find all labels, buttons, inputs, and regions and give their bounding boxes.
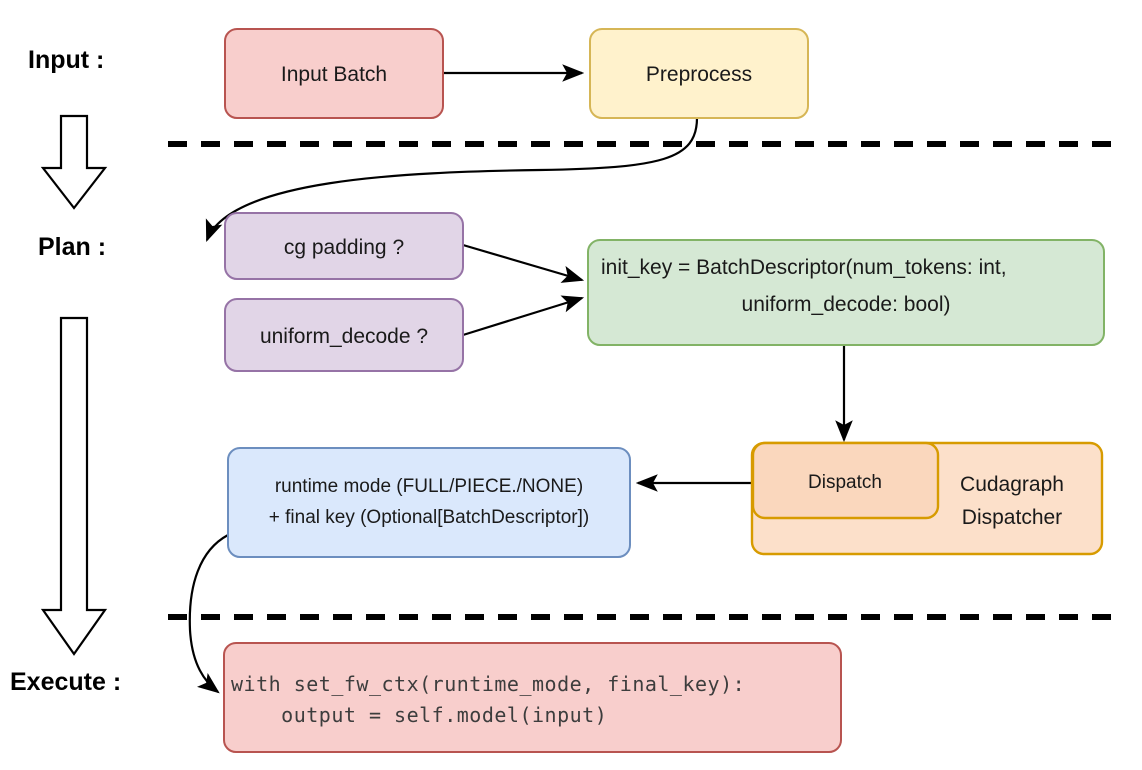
node-cudagraph-dispatcher-line-1: Cudagraph: [960, 473, 1064, 496]
node-execute-code[interactable]: with set_fw_ctx(runtime_mode, final_key)…: [223, 642, 842, 753]
node-runtime-mode-line-1: runtime mode (FULL/PIECE./NONE): [275, 476, 583, 497]
node-preprocess[interactable]: Preprocess: [589, 28, 809, 119]
edge-uniform-decode-to-init-key: [462, 295, 585, 337]
node-preprocess-box[interactable]: [589, 28, 809, 119]
node-execute-code-line-1: with set_fw_ctx(runtime_mode, final_key)…: [231, 672, 745, 696]
node-cg-padding[interactable]: cg padding ?: [224, 212, 464, 280]
node-init-key-box[interactable]: [587, 239, 1105, 346]
edge-preprocess-to-cg-padding: [205, 117, 699, 243]
node-init-key-line-1: init_key = BatchDescriptor(num_tokens: i…: [601, 256, 1007, 279]
stage-label-input: Input :: [28, 46, 104, 74]
node-cg-padding-label: cg padding ?: [284, 236, 404, 259]
node-cudagraph-dispatcher-line-2: Dispatcher: [962, 506, 1062, 529]
node-input-batch-label: Input Batch: [281, 63, 387, 86]
node-init-key[interactable]: init_key = BatchDescriptor(num_tokens: i…: [587, 239, 1105, 346]
node-uniform-decode-label: uniform_decode ?: [260, 325, 428, 348]
stage-label-plan: Plan :: [38, 233, 106, 261]
stage-arrow-input-plan: [40, 114, 108, 210]
node-execute-code-line-2: output = self.model(input): [231, 703, 607, 727]
stage-dividers: [168, 141, 1120, 620]
node-dispatch[interactable]: Dispatch: [751, 441, 940, 520]
edges: [188, 64, 853, 694]
stage-arrow-plan-execute: [40, 316, 108, 656]
node-execute-code-box[interactable]: [223, 642, 842, 753]
node-init-key-line-2: uniform_decode: bool): [742, 293, 951, 316]
node-input-batch[interactable]: Input Batch: [224, 28, 444, 119]
stage-labels: Input : Plan : Execute :: [10, 46, 121, 696]
edge-cg-padding-to-init-key: [462, 243, 585, 283]
node-uniform-decode-box[interactable]: [224, 298, 464, 372]
node-runtime-mode[interactable]: runtime mode (FULL/PIECE./NONE) + final …: [227, 447, 631, 558]
node-uniform-decode[interactable]: uniform_decode ?: [224, 298, 464, 372]
node-dispatch-box[interactable]: [751, 441, 940, 520]
edge-runtime-mode-to-code: [188, 534, 229, 694]
stage-block-arrows: [40, 114, 108, 656]
node-input-batch-box[interactable]: [224, 28, 444, 119]
node-runtime-mode-box[interactable]: [227, 447, 631, 558]
node-dispatch-label: Dispatch: [808, 472, 882, 493]
node-cg-padding-box[interactable]: [224, 212, 464, 280]
node-runtime-mode-line-2: + final key (Optional[BatchDescriptor]): [269, 507, 590, 528]
stage-label-execute: Execute :: [10, 668, 121, 696]
node-preprocess-label: Preprocess: [646, 63, 752, 86]
